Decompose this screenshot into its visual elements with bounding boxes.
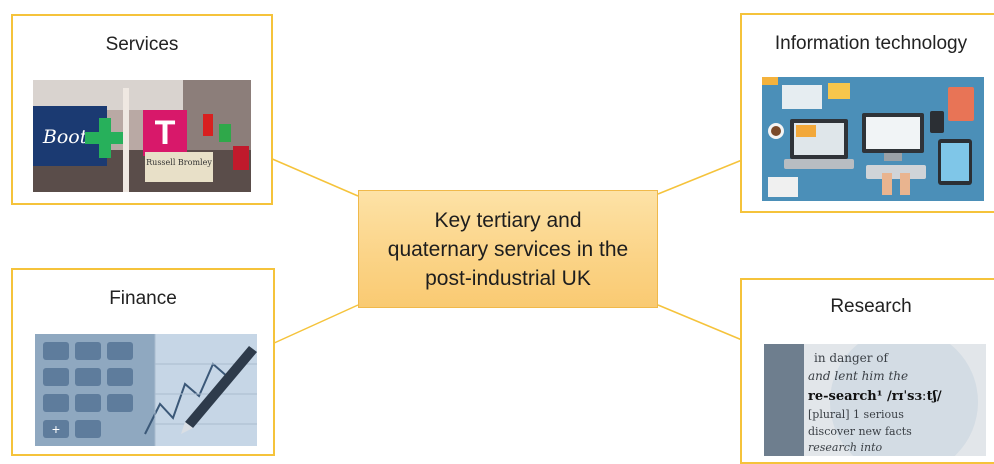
- pharmacy-cross: [85, 118, 125, 158]
- services-title: Services: [105, 34, 179, 55]
- central-topic-text: Key tertiary and quaternary services in …: [388, 206, 628, 293]
- connector-research: [657, 304, 743, 341]
- svg-text:T: T: [155, 114, 176, 152]
- central-line-3: post-industrial UK: [425, 266, 591, 290]
- it-image: [762, 77, 984, 201]
- svg-text:Boots: Boots: [42, 126, 97, 148]
- magnifier-lens: [830, 344, 978, 456]
- connector-finance: [271, 304, 359, 345]
- services-image: Boots T Russell Bromley: [33, 80, 251, 192]
- research-card: Research in danger of and lent him the r…: [740, 278, 994, 464]
- finance-title: Finance: [109, 288, 177, 309]
- central-line-2: quaternary services in the: [387, 237, 629, 261]
- finance-card: Finance +: [11, 268, 275, 456]
- finance-image: +: [35, 334, 257, 446]
- it-title: Information technology: [774, 33, 968, 54]
- pen: [185, 346, 257, 428]
- it-card: Information technology: [740, 13, 994, 213]
- svg-text:+: +: [52, 421, 60, 437]
- central-line-1: Key tertiary and: [434, 208, 582, 232]
- svg-text:Russell Bromley: Russell Bromley: [146, 158, 212, 167]
- central-topic: Key tertiary and quaternary services in …: [358, 190, 658, 308]
- connector-it: [657, 159, 743, 195]
- research-title: Research: [830, 296, 912, 317]
- connector-services: [269, 157, 359, 197]
- svg-text:in danger of and lent: in danger of and lent him the re-search¹…: [808, 347, 947, 454]
- services-card: Services Boots T Russell Bromley: [11, 14, 273, 205]
- research-image: in danger of and lent him the re-search¹…: [764, 344, 986, 456]
